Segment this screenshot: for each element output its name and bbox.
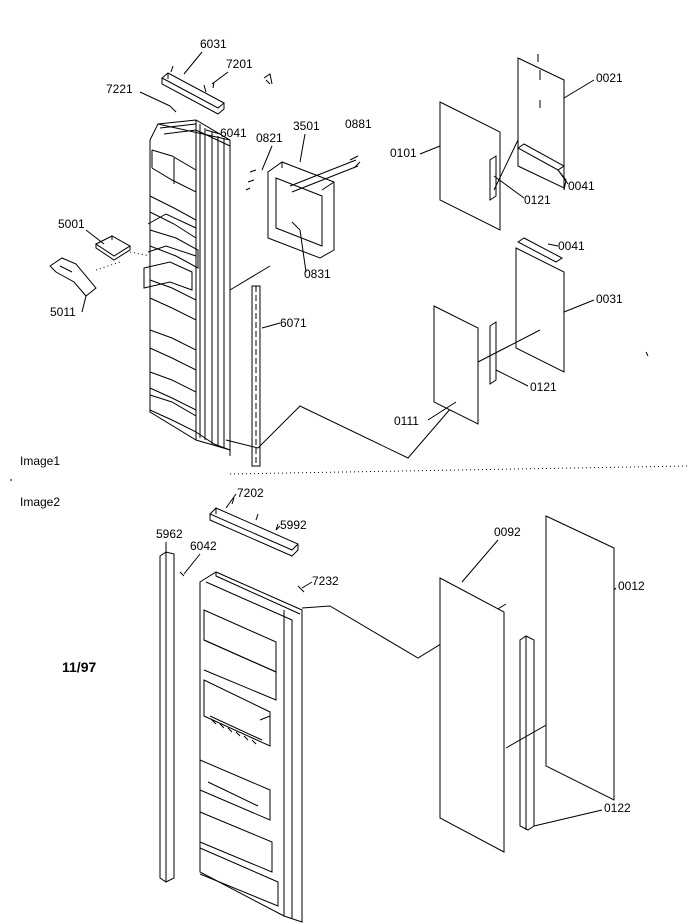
label-7232: 7232 xyxy=(312,574,339,588)
image2-label: Image2 xyxy=(20,495,60,509)
label-7221: 7221 xyxy=(106,82,133,96)
label-6071: 6071 xyxy=(280,316,307,330)
label-0031: 0031 xyxy=(596,292,623,306)
image1-label: Image1 xyxy=(20,454,60,468)
image1-assembly xyxy=(10,54,688,481)
label-0881: 0881 xyxy=(345,117,372,131)
label-0121-mid: 0121 xyxy=(530,380,557,394)
label-0041-top: 0041 xyxy=(568,179,595,193)
label-5962: 5962 xyxy=(156,527,183,541)
label-0041-mid: 0041 xyxy=(558,239,585,253)
label-0122: 0122 xyxy=(604,801,631,815)
label-0021: 0021 xyxy=(596,71,623,85)
label-0012: 0012 xyxy=(618,579,645,593)
label-0121-top: 0121 xyxy=(524,193,551,207)
label-0092: 0092 xyxy=(494,525,521,539)
label-7202: 7202 xyxy=(237,486,264,500)
label-0821: 0821 xyxy=(256,131,283,145)
part-labels: 6031 7201 7221 6041 0821 3501 0881 0101 … xyxy=(50,37,645,815)
label-3501: 3501 xyxy=(293,119,320,133)
date-code: 11/97 xyxy=(62,659,96,675)
label-5001: 5001 xyxy=(58,217,85,231)
label-0831: 0831 xyxy=(304,267,331,281)
label-6042: 6042 xyxy=(190,539,217,553)
label-7201: 7201 xyxy=(226,57,253,71)
label-6031: 6031 xyxy=(200,37,227,51)
leader-lines xyxy=(81,51,617,827)
image2-assembly xyxy=(159,497,615,923)
label-5992: 5992 xyxy=(280,518,307,532)
label-6041: 6041 xyxy=(220,126,247,140)
label-0111: 0111 xyxy=(394,414,419,428)
label-0101: 0101 xyxy=(390,146,417,160)
label-5011: 5011 xyxy=(50,305,76,319)
